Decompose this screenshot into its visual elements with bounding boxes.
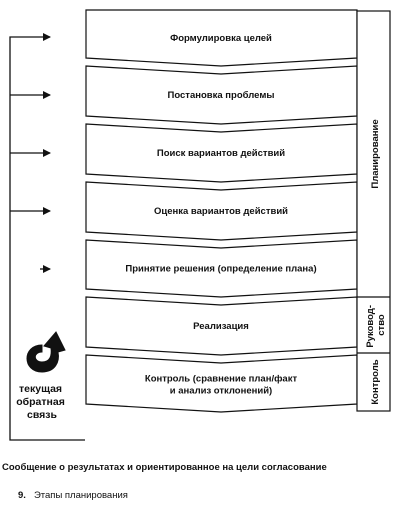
figure-caption: 9. Этапы планирования <box>18 490 128 501</box>
side-label-leadership: Руковод- ство <box>365 302 387 347</box>
feedback-loop-line <box>9 33 85 441</box>
stage-label: Формулировка целей <box>170 33 272 44</box>
bottom-caption: Сообщение о результатах и ориентированно… <box>2 462 327 473</box>
stage-label: Оценка вариантов действий <box>154 206 288 217</box>
input-arrows <box>10 91 51 273</box>
side-label-planning: Планирование <box>370 119 381 188</box>
side-column: Планирование Руковод- ство Контроль <box>356 10 391 412</box>
stage-label: Реализация <box>193 321 249 332</box>
stage-label: Поиск вариантов действий <box>157 148 285 159</box>
stage-label: Постановка проблемы <box>168 90 275 101</box>
curved-feedback-arrow-icon <box>26 331 66 373</box>
stage-label: Принятие решения (определение плана) <box>125 264 316 275</box>
figure-number: 9. <box>18 490 26 501</box>
feedback-label: текущая обратная связь <box>16 383 68 421</box>
figure-title: Этапы планирования <box>33 490 128 501</box>
side-label-control: Контроль <box>370 359 381 404</box>
